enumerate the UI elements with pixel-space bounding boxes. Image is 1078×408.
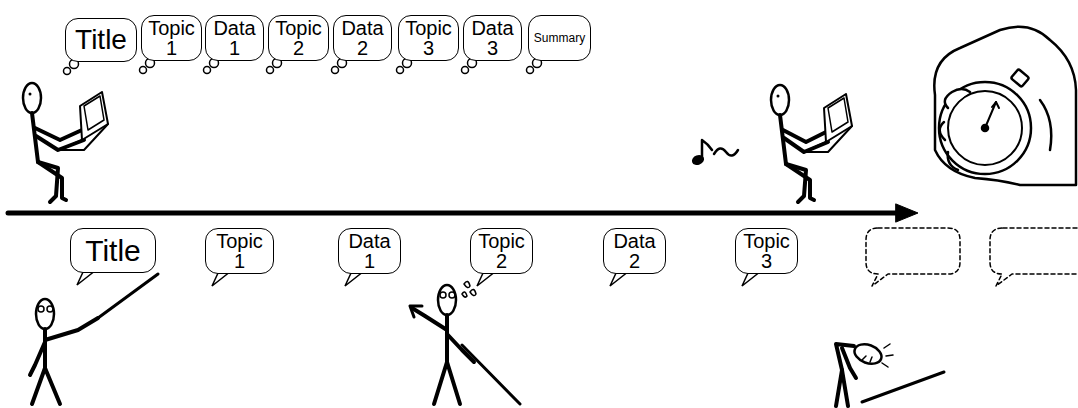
speech-bubble: Title [70, 228, 156, 273]
thought-dot [64, 68, 71, 75]
bubble-text: Topic 1 [146, 18, 197, 58]
empty-bubble [866, 228, 1078, 286]
sweat-drops [462, 281, 476, 297]
bubble-text: Topic 2 [273, 18, 324, 58]
thought-dot [462, 67, 469, 74]
thought-dot [140, 67, 147, 74]
stick-figure-laptop [771, 85, 852, 202]
speech-bubble: Data 3 [463, 15, 522, 61]
stick-figure-presenter [30, 274, 158, 404]
bubble-text: Data 1 [343, 231, 396, 271]
speech-bubble: Topic 3 [398, 15, 459, 61]
thought-dot [204, 67, 211, 74]
speech-bubble: Title [65, 18, 137, 62]
music-note [692, 140, 738, 165]
bubble-text: Title [85, 236, 141, 266]
speech-bubble: Topic 2 [268, 15, 329, 61]
bubble-text: Data 2 [608, 231, 661, 271]
speech-bubble: Topic 2 [470, 228, 533, 274]
thought-dot [267, 67, 274, 74]
stopwatch [934, 27, 1076, 185]
speech-bubble: Topic 1 [205, 228, 274, 274]
stick-figure-presenter [410, 281, 520, 404]
stick-figure-bowing [836, 341, 944, 406]
speech-bubble: Summary [528, 15, 591, 61]
speech-bubble: Topic 1 [141, 15, 202, 61]
bubble-text: Topic 3 [740, 231, 793, 271]
bubble-text: Data 3 [468, 18, 517, 58]
speech-bubble: Data 1 [338, 228, 401, 274]
stick-figure-laptop [23, 83, 108, 202]
thought-dot [332, 67, 339, 74]
bubble-text: Topic 2 [475, 231, 528, 271]
speech-bubble: Data 2 [333, 15, 392, 61]
arrow-head [896, 204, 918, 222]
thought-dot [397, 67, 404, 74]
bubble-text: Summary [534, 32, 585, 44]
bubble-text: Data 2 [338, 18, 387, 58]
thought-dot [527, 67, 534, 74]
speech-bubble: Topic 3 [735, 228, 798, 274]
speech-bubble: Data 1 [205, 15, 264, 61]
bubble-text: Topic 3 [403, 18, 454, 58]
bubble-text: Topic 1 [210, 231, 269, 271]
bubble-text: Data 1 [210, 18, 259, 58]
bubble-text: Title [75, 26, 127, 54]
speech-bubble: Data 2 [603, 228, 666, 274]
timeline-arrow [8, 211, 900, 216]
